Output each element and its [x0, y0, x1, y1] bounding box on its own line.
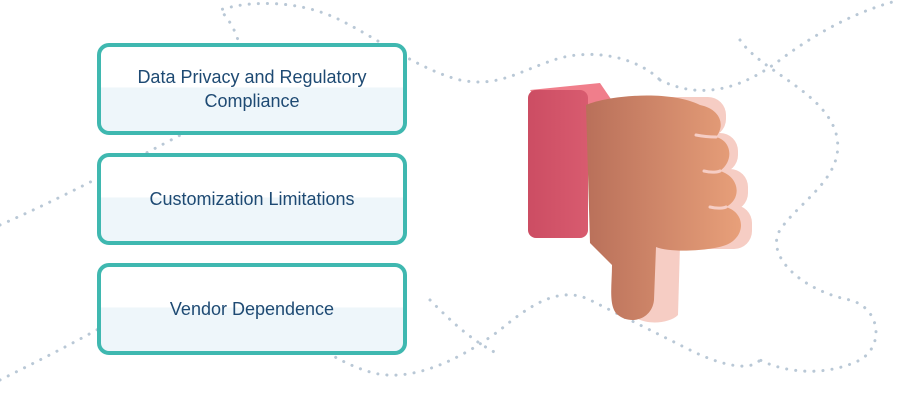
- card-label: Vendor Dependence: [169, 299, 335, 319]
- disadvantage-card-vendor-dependence: Vendor Dependence: [97, 263, 407, 355]
- card-label: Customization Limitations: [149, 189, 355, 209]
- disadvantage-card-data-privacy: Data Privacy and Regulatory Compliance: [97, 43, 407, 135]
- disadvantage-card-customization: Customization Limitations: [97, 153, 407, 245]
- card-label: Data Privacy and Regulatory Compliance: [137, 67, 367, 111]
- thumbs-down-icon: [528, 83, 752, 323]
